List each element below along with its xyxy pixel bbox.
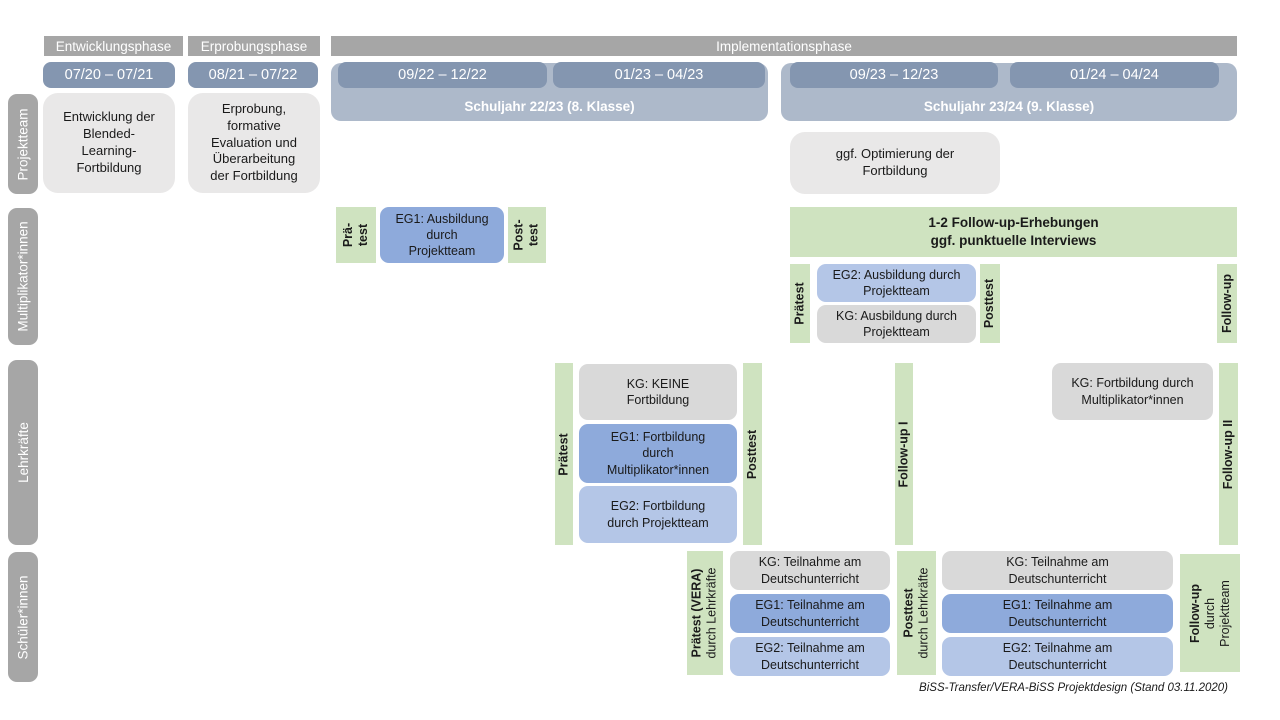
bar-multiplikator-posttest-2-text: Posttest [982, 278, 997, 329]
bar-schueler-followup: Follow-up durch Projektteam [1180, 554, 1240, 672]
school-year-label-22-23: Schuljahr 22/23 (8. Klasse) [464, 99, 635, 114]
box-optimierung-fortbildung: ggf. Optimierung der Fortbildung [790, 132, 1000, 194]
box-followup-erhebungen: 1-2 Follow-up-Erhebungen ggf. punktuelle… [790, 207, 1237, 257]
box-kg-fortbildung-multiplikatoren: KG: Fortbildung durch Multiplikator*inne… [1052, 363, 1213, 420]
box-eg1-teilnahme-2: EG1: Teilnahme am Deutschunterricht [942, 594, 1173, 633]
box-kg-keine-fortbildung: KG: KEINE Fortbildung [579, 364, 737, 420]
bar-schueler-posttest: Posttest durch Lehrkräfte [897, 551, 936, 675]
phase-bar-entwicklungsphase: Entwicklungsphase [44, 36, 183, 56]
bar-lehrkraefte-posttest-text: Posttest [745, 429, 760, 479]
box-eg2-teilnahme-2: EG2: Teilnahme am Deutschunterricht [942, 637, 1173, 676]
row-label-lehrkraefte-text: Lehrkräfte [15, 422, 31, 483]
date-range-0923-1223: 09/23 – 12/23 [790, 62, 998, 88]
bar-lehrkraefte-posttest: Posttest [743, 363, 762, 545]
row-label-schuelerinnen: Schüler*innen [8, 552, 38, 682]
box-kg-teilnahme-1: KG: Teilnahme am Deutschunterricht [730, 551, 890, 590]
bar-schueler-followup-title: Follow-up [1187, 583, 1202, 643]
bar-lehrkraefte-followup-1: Follow-up I [895, 363, 913, 545]
bar-multiplikator-praetest-1: Prä- test [336, 207, 376, 263]
row-label-projektteam: Projektteam [8, 94, 38, 194]
bar-schueler-praetest-vera: Prätest (VERA) durch Lehrkräfte [687, 551, 723, 675]
bar-schueler-praetest-sub: durch Lehrkräfte [705, 567, 719, 659]
bar-multiplikator-praetest-1-text: Prä- test [340, 222, 370, 248]
phase-bar-erprobungsphase: Erprobungsphase [188, 36, 320, 56]
box-eg2-ausbildung-projektteam: EG2: Ausbildung durch Projektteam [817, 264, 976, 302]
bar-multiplikator-followup: Follow-up [1217, 264, 1237, 343]
box-eg1-teilnahme-1: EG1: Teilnahme am Deutschunterricht [730, 594, 890, 633]
bar-schueler-praetest-title: Prätest (VERA) [690, 568, 704, 658]
bar-lehrkraefte-followup-2-text: Follow-up II [1221, 419, 1235, 489]
bar-lehrkraefte-followup-1-text: Follow-up I [896, 421, 911, 487]
bar-multiplikator-followup-text: Follow-up [1219, 273, 1234, 334]
date-range-0720-0721: 07/20 – 07/21 [43, 62, 175, 88]
bar-lehrkraefte-praetest-text: Prätest [556, 432, 571, 476]
bar-schueler-followup-sub: durch Projektteam [1202, 579, 1232, 647]
bar-multiplikator-posttest-2: Posttest [980, 264, 1000, 343]
box-eg2-fortbildung-projektteam: EG2: Fortbildung durch Projektteam [579, 486, 737, 543]
bar-multiplikator-praetest-2-text: Prätest [792, 282, 807, 325]
row-label-lehrkraefte: Lehrkräfte [8, 360, 38, 545]
date-range-0821-0722: 08/21 – 07/22 [188, 62, 318, 88]
bar-multiplikator-posttest-1: Post- test [508, 207, 546, 263]
row-label-projektteam-text: Projektteam [15, 107, 31, 181]
row-label-multiplikatorinnen: Multiplikator*innen [8, 208, 38, 345]
box-eg2-teilnahme-1: EG2: Teilnahme am Deutschunterricht [730, 637, 890, 676]
bar-multiplikator-posttest-1-text: Post- test [512, 219, 541, 251]
bar-schueler-posttest-sub: durch Lehrkräfte [916, 567, 931, 659]
box-kg-ausbildung-projektteam: KG: Ausbildung durch Projektteam [817, 305, 976, 343]
box-eg1-fortbildung-multiplikatoren: EG1: Fortbildung durch Multiplikator*inn… [579, 424, 737, 483]
box-eg1-ausbildung-projektteam: EG1: Ausbildung durch Projektteam [380, 207, 504, 263]
box-entwicklung-fortbildung: Entwicklung der Blended- Learning- Fortb… [43, 93, 175, 193]
box-kg-teilnahme-2: KG: Teilnahme am Deutschunterricht [942, 551, 1173, 590]
date-range-0922-1222: 09/22 – 12/22 [338, 62, 547, 88]
phase-bar-implementationsphase: Implementationsphase [331, 36, 1237, 56]
date-range-0124-0424: 01/24 – 04/24 [1010, 62, 1219, 88]
date-range-0123-0423: 01/23 – 04/23 [553, 62, 765, 88]
row-label-schuelerinnen-text: Schüler*innen [15, 574, 31, 660]
row-label-multiplikatorinnen-text: Multiplikator*innen [15, 221, 31, 332]
bar-schueler-posttest-title: Posttest [901, 588, 916, 638]
bar-lehrkraefte-followup-2: Follow-up II [1219, 363, 1238, 545]
box-erprobung-evaluation: Erprobung, formative Evaluation und Über… [188, 93, 320, 193]
school-year-label-23-24: Schuljahr 23/24 (9. Klasse) [923, 99, 1095, 114]
bar-multiplikator-praetest-2: Prätest [790, 264, 810, 343]
footer-caption: BiSS-Transfer/VERA-BiSS Projektdesign (S… [919, 682, 1228, 694]
bar-lehrkraefte-praetest: Prätest [555, 363, 573, 545]
